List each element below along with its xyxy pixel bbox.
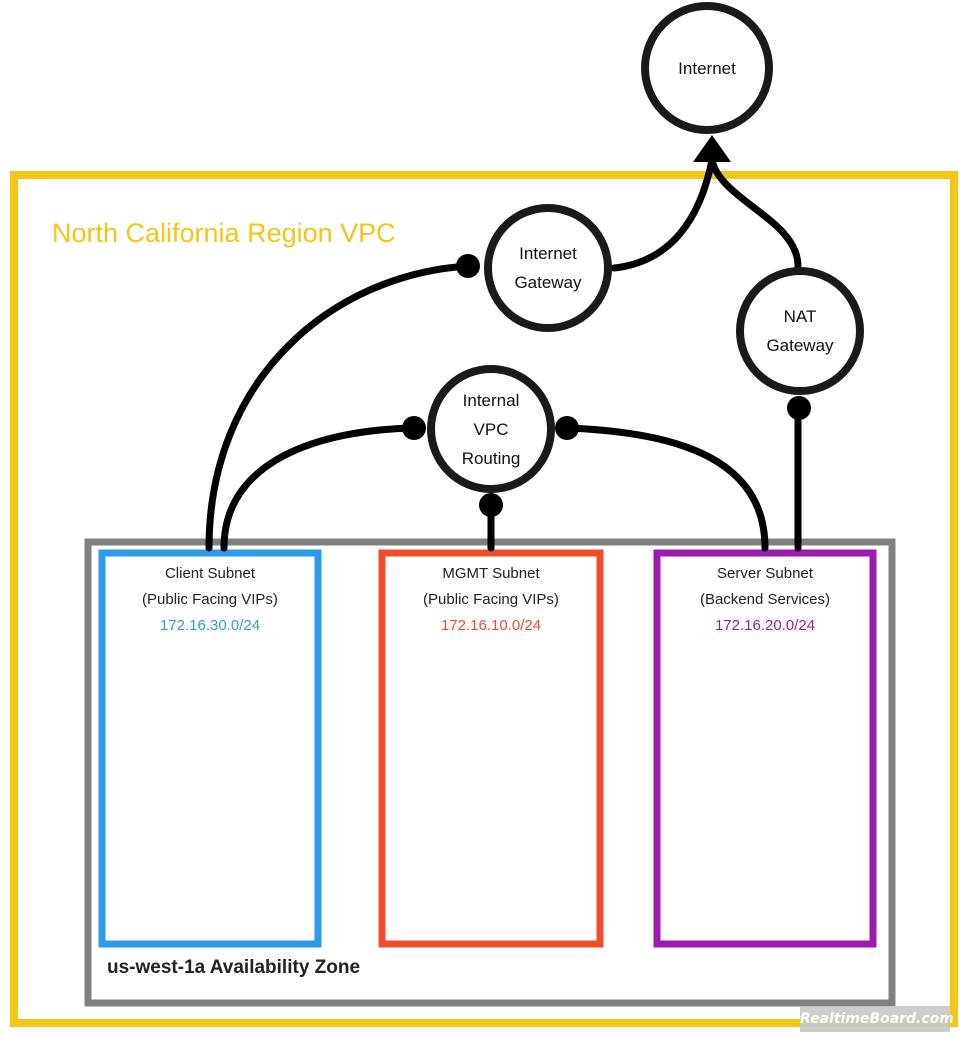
mgmt-subnet-cidr: 172.16.10.0/24 <box>440 617 542 634</box>
dot-vpc-routing-bottom <box>479 493 503 517</box>
dot-internet-gateway <box>456 254 480 278</box>
internet-gateway-node <box>484 204 612 332</box>
client-subnet-name: Client Subnet <box>164 565 256 582</box>
internet-gateway-label-line1: Internet <box>519 244 577 263</box>
client-subnet-text: Client Subnet (Public Facing VIPs) 172.1… <box>106 561 314 639</box>
internal-vpc-routing-label: Internal VPC Routing <box>431 369 551 489</box>
internet-label-text: Internet <box>678 58 736 78</box>
server-subnet-text: Server Subnet (Backend Services) 172.16.… <box>661 561 869 639</box>
server-subnet-box <box>653 549 877 948</box>
mgmt-subnet-description: (Public Facing VIPs) <box>423 591 559 608</box>
internet-label: Internet <box>647 8 767 128</box>
server-subnet-description: (Backend Services) <box>699 591 831 608</box>
nat-gateway-node <box>736 267 864 395</box>
mgmt-subnet-box <box>378 549 604 948</box>
availability-zone-title: us-west-1a Availability Zone <box>107 957 361 978</box>
client-subnet-description: (Public Facing VIPs) <box>142 591 278 608</box>
nat-gateway-label-line1: NAT <box>783 307 817 326</box>
connector-client-to-internet-gateway <box>205 262 472 552</box>
internet-node <box>641 2 773 134</box>
internet-gateway-label: Internet Gateway <box>488 208 608 328</box>
arrowhead-internet <box>693 135 731 162</box>
realtimeboard-watermark: RealtimeBoard.com <box>800 1006 954 1032</box>
internal-vpc-routing-label-line2: VPC <box>473 419 509 439</box>
dot-vpc-routing-right <box>555 416 579 440</box>
client-subnet-cidr: 172.16.30.0/24 <box>159 617 261 634</box>
server-subnet-cidr: 172.16.20.0/24 <box>714 617 816 634</box>
nat-gateway-label-line2: Gateway <box>766 336 834 355</box>
internal-vpc-routing-node <box>427 365 555 493</box>
internal-vpc-routing-label-line1: Internal <box>462 390 520 410</box>
connector-internet-gateway-to-internet <box>610 156 716 272</box>
dot-nat-gateway <box>787 396 811 420</box>
internet-gateway-label-line2: Gateway <box>514 273 582 292</box>
connector-server-to-vpc-routing <box>562 424 769 552</box>
region-vpc-box <box>10 171 958 1027</box>
region-vpc-title: North California Region VPC <box>52 218 396 248</box>
connector-nat-gateway-to-internet <box>708 156 802 270</box>
mgmt-subnet-text: MGMT Subnet (Public Facing VIPs) 172.16.… <box>386 561 596 639</box>
internal-vpc-routing-label-line3: Routing <box>461 448 521 468</box>
server-subnet-name: Server Subnet <box>717 565 813 582</box>
dot-vpc-routing-left <box>402 416 426 440</box>
client-subnet-box <box>98 549 322 948</box>
connector-client-to-vpc-routing <box>220 424 418 552</box>
nat-gateway-label: NAT Gateway <box>740 271 860 391</box>
mgmt-subnet-name: MGMT Subnet <box>442 565 540 582</box>
